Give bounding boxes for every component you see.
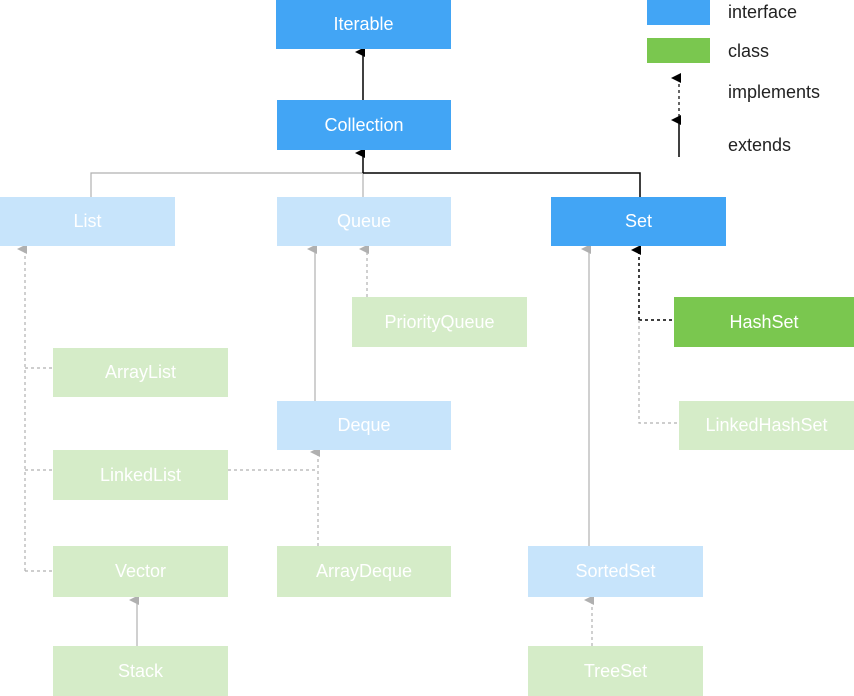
node-sorted-set: SortedSet xyxy=(528,546,703,597)
node-linked-hash-set: LinkedHashSet xyxy=(679,401,854,450)
node-set: Set xyxy=(551,197,726,246)
node-list: List xyxy=(0,197,175,246)
legend-interface-label: interface xyxy=(728,2,798,22)
legend-extends-label: extends xyxy=(728,135,792,155)
node-tree-set: TreeSet xyxy=(528,646,703,696)
node-collection: Collection xyxy=(277,100,451,150)
legend-interface-swatch xyxy=(647,0,710,25)
node-queue: Queue xyxy=(277,197,451,246)
node-linked-list: LinkedList xyxy=(53,450,228,500)
node-iterable: Iterable xyxy=(276,0,451,49)
node-array-list: ArrayList xyxy=(53,348,228,397)
node-hash-set: HashSet xyxy=(674,297,854,347)
edge-set-collection xyxy=(363,172,641,197)
edge-linkedhashset-set xyxy=(638,320,679,424)
legend-class-label: class xyxy=(728,41,770,61)
node-priority-queue: PriorityQueue xyxy=(352,297,527,347)
legend-implements-label: implements xyxy=(728,82,821,102)
edge-list-collection xyxy=(90,172,363,197)
node-stack: Stack xyxy=(53,646,228,696)
node-vector: Vector xyxy=(53,546,228,597)
node-deque: Deque xyxy=(277,401,451,450)
legend-class-swatch xyxy=(647,38,710,63)
node-array-deque: ArrayDeque xyxy=(277,546,451,597)
